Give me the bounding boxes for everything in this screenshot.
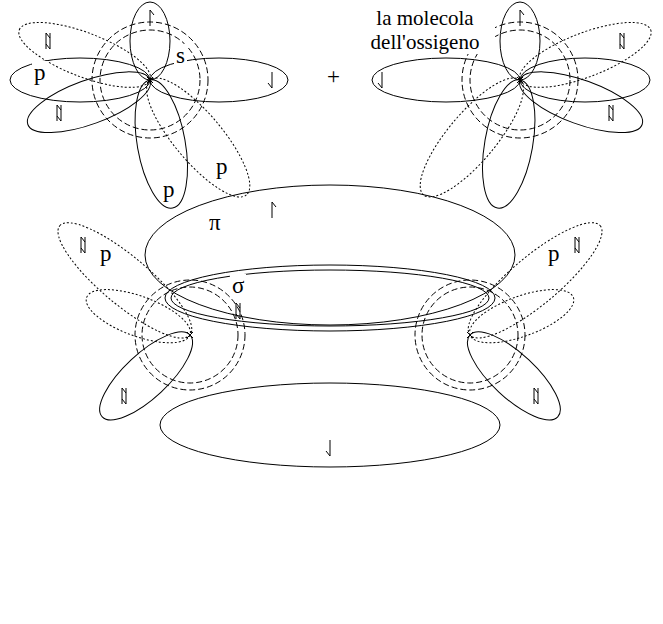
spin-pair-symbol — [575, 237, 579, 253]
p-orbital-lobe — [130, 2, 170, 80]
p-orbital-lobe — [11, 9, 157, 100]
s-orbital — [92, 22, 208, 138]
oxygen-atom-left — [10, 2, 288, 212]
orbital-letter: p — [161, 178, 177, 201]
orbital-letter: p — [98, 242, 114, 265]
orbital-letter: π — [207, 211, 223, 234]
nucleus-mark — [187, 332, 193, 338]
spin-up-symbol — [272, 202, 276, 218]
nucleus-mark — [147, 77, 153, 83]
s-orbital — [415, 280, 525, 390]
p-orbital-lobe — [500, 2, 540, 80]
p-orbital-lobe — [20, 59, 157, 145]
spin-up-symbol — [150, 10, 154, 26]
spin-down-symbol — [378, 72, 382, 88]
spin-pair-symbol — [534, 388, 538, 404]
spin-pair-symbol — [609, 105, 613, 121]
spin-pair-symbol — [57, 105, 61, 121]
p-orbital-lobe — [512, 9, 658, 100]
spin-pair-symbol — [122, 388, 126, 404]
spin-pair-symbol — [81, 237, 85, 253]
p-orbital-lobe — [80, 279, 197, 354]
nucleus-mark — [467, 332, 473, 338]
p-orbital-lobe — [463, 279, 580, 354]
s-orbital — [142, 287, 238, 383]
p-orbital-lobe — [132, 65, 265, 211]
orbital-letter: s — [174, 44, 187, 67]
spin-down-symbol — [326, 440, 330, 456]
spin-pair-symbol — [236, 303, 240, 319]
p-orbital-lobe — [405, 65, 538, 211]
sigma-orbital — [171, 270, 489, 326]
spin-down-symbol — [268, 72, 272, 88]
s-orbital — [422, 287, 518, 383]
spin-up-symbol — [520, 10, 524, 26]
diagram-title: la molecola dell'ossigeno — [355, 6, 495, 54]
nucleus-mark — [517, 77, 523, 83]
p-orbital-lobe — [87, 319, 205, 433]
p-orbital-lobe — [455, 319, 573, 433]
p-orbital-lobe — [372, 58, 520, 102]
orbital-letter: p — [546, 242, 562, 265]
p-orbital-lobe — [126, 76, 196, 212]
spin-pair-symbol — [46, 33, 50, 49]
oxygen-molecule — [44, 185, 615, 467]
p-orbital-lobe — [150, 58, 288, 102]
sigma-orbital — [165, 265, 495, 331]
p-orbital-lobe — [474, 76, 544, 212]
pi-orbital — [145, 185, 515, 325]
orbital-letter: p — [214, 155, 230, 178]
s-orbital — [135, 280, 245, 390]
pi-orbital — [160, 383, 500, 467]
plus-sign: + — [325, 65, 342, 88]
p-orbital-lobe — [512, 59, 649, 145]
p-orbital-lobe — [10, 58, 150, 102]
spin-pair-symbol — [620, 33, 624, 49]
orbital-letter: p — [32, 61, 48, 84]
orbital-letter: σ — [230, 274, 246, 297]
